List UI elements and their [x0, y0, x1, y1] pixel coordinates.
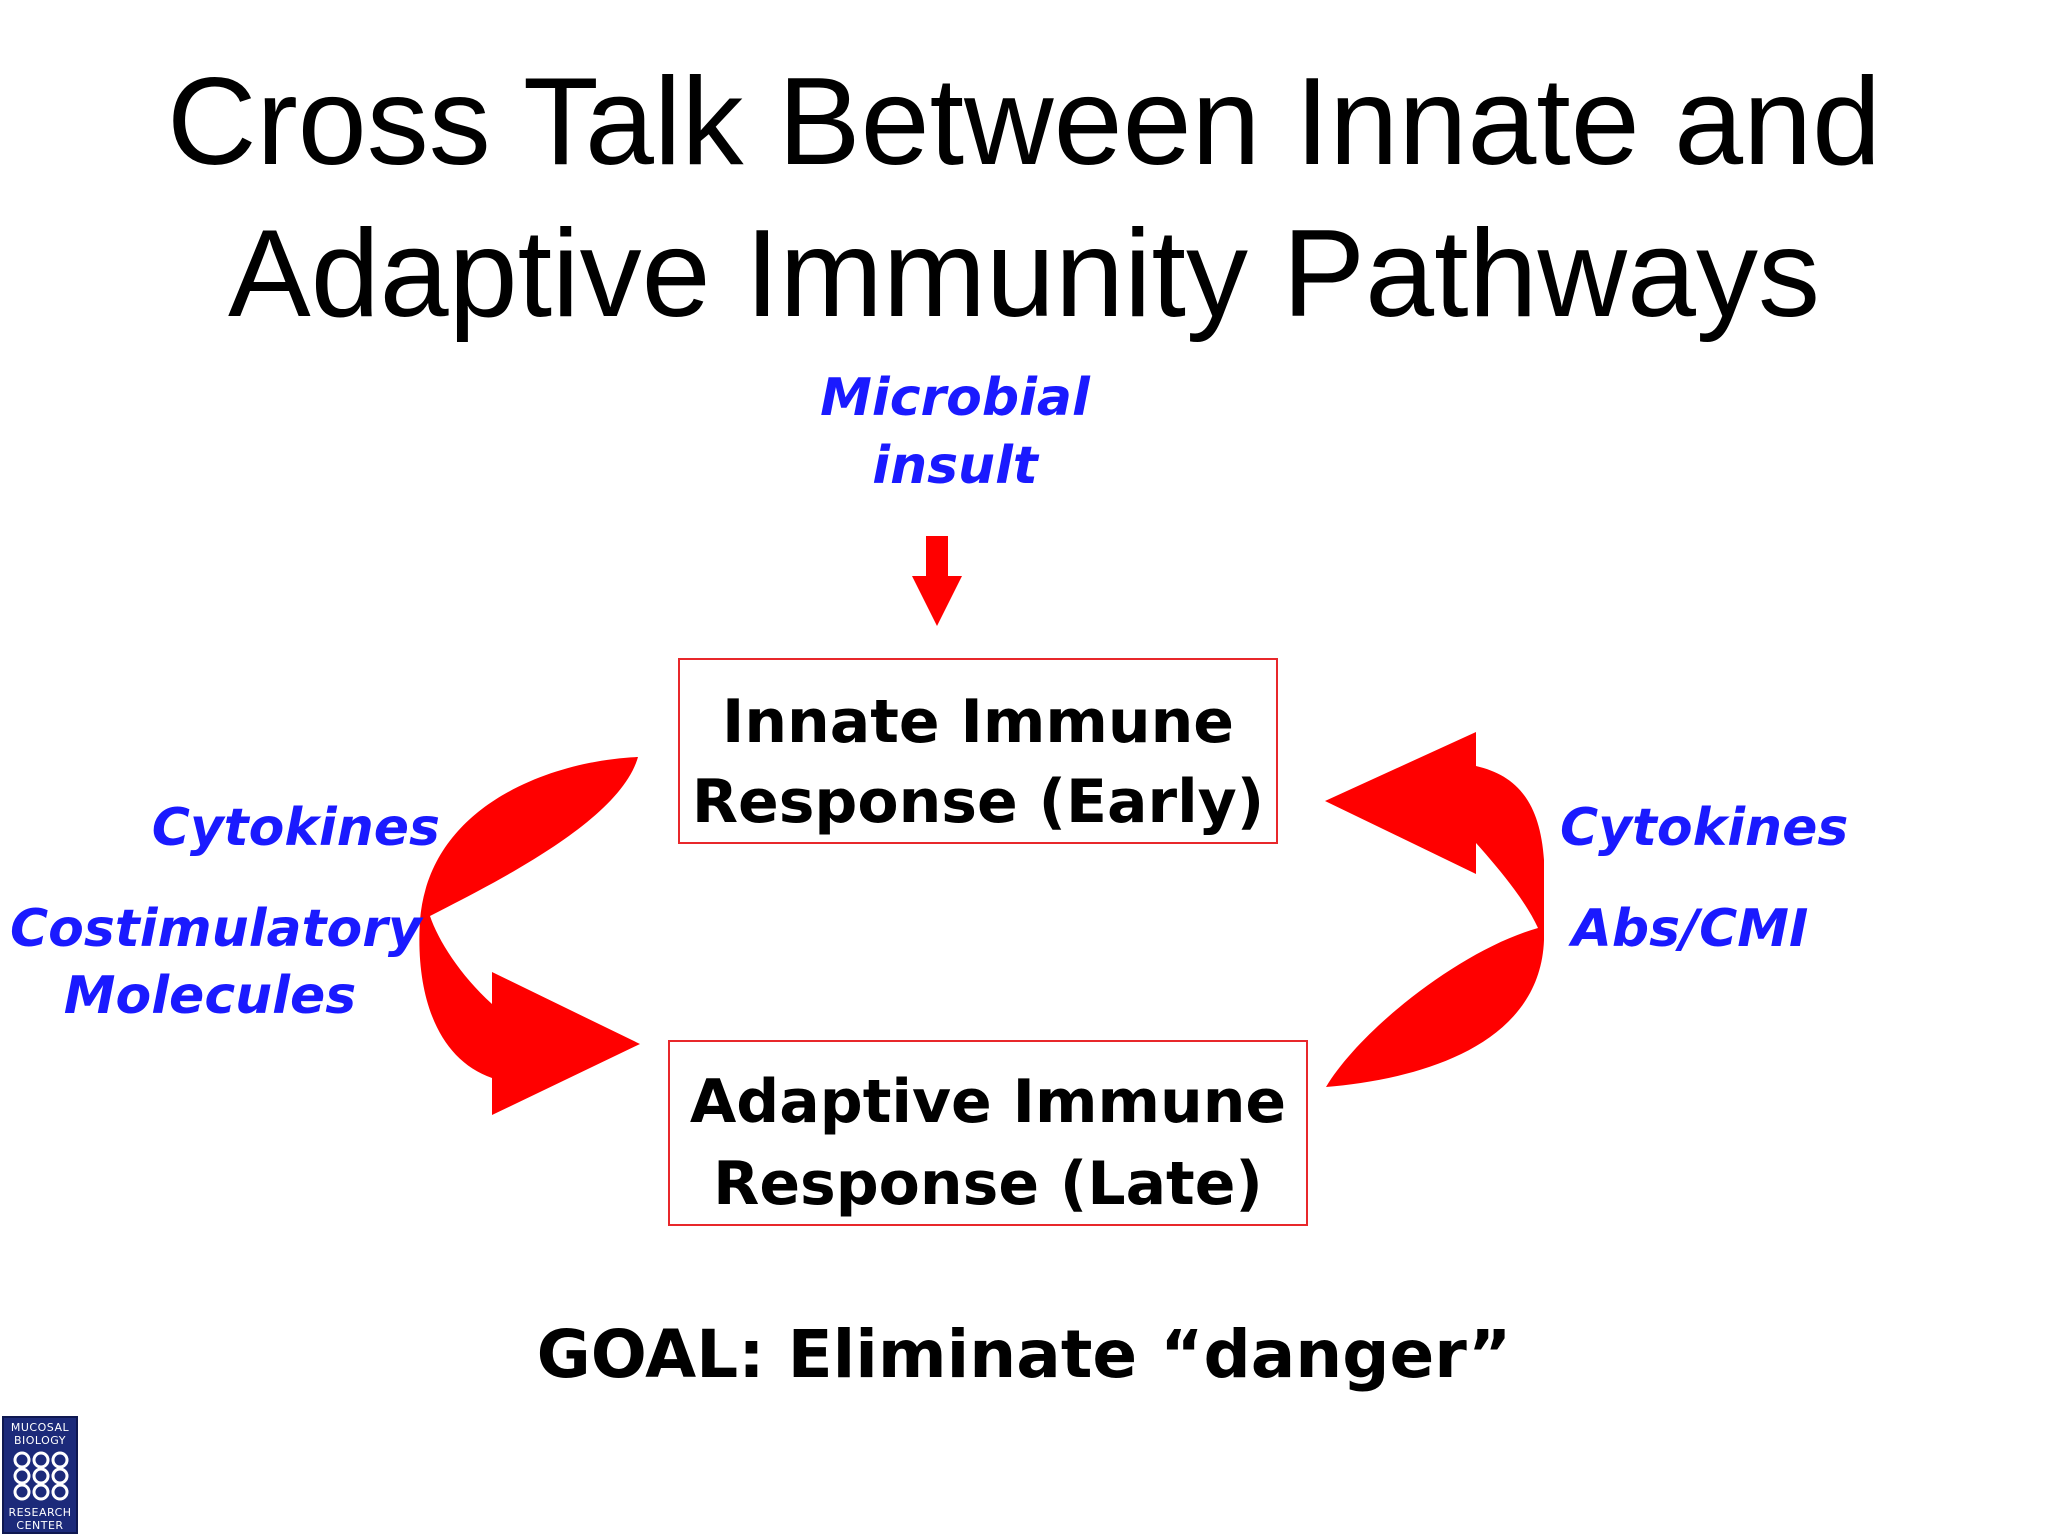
innate-box-line-2: Response (Early) [691, 767, 1265, 837]
logo-line-1: MUCOSAL [10, 1421, 70, 1434]
costimulatory-label-line-2: Molecules [63, 966, 357, 1026]
left-curved-arrow-icon [419, 757, 640, 1115]
microbial-insult-label-line-2: insult [872, 436, 1038, 496]
right-curved-arrow-icon [1325, 732, 1544, 1087]
microbial-insult-label-line-1: Microbial [820, 368, 1090, 428]
adaptive-immune-response-box: Adaptive Immune Response (Late) [668, 1040, 1308, 1226]
goal-statement: GOAL: Eliminate “danger” [536, 1316, 1512, 1393]
logo-line-2: BIOLOGY [13, 1434, 67, 1447]
abs-cmi-label: Abs/CMI [1571, 899, 1809, 959]
innate-box-line-1: Innate Immune [722, 687, 1234, 757]
left-cytokines-label: Cytokines [151, 798, 440, 858]
down-arrow-icon [912, 536, 962, 626]
slide-title-line-2: Adaptive Immunity Pathways [227, 205, 1821, 343]
adaptive-box-line-2: Response (Late) [713, 1149, 1263, 1219]
slide-title-line-1: Cross Talk Between Innate and [166, 53, 1882, 191]
innate-immune-response-box: Innate Immune Response (Early) [678, 658, 1278, 844]
right-cytokines-label: Cytokines [1560, 798, 1849, 858]
adaptive-box-line-1: Adaptive Immune [689, 1067, 1287, 1137]
logo-line-4: CENTER [16, 1519, 64, 1532]
logo-line-3: RESEARCH [8, 1506, 72, 1519]
mucosal-biology-logo: MUCOSAL BIOLOGY RESEARCH CENTER [2, 1416, 78, 1534]
costimulatory-label-line-1: Costimulatory [10, 899, 422, 959]
logo-emblem-icon [13, 1451, 69, 1501]
